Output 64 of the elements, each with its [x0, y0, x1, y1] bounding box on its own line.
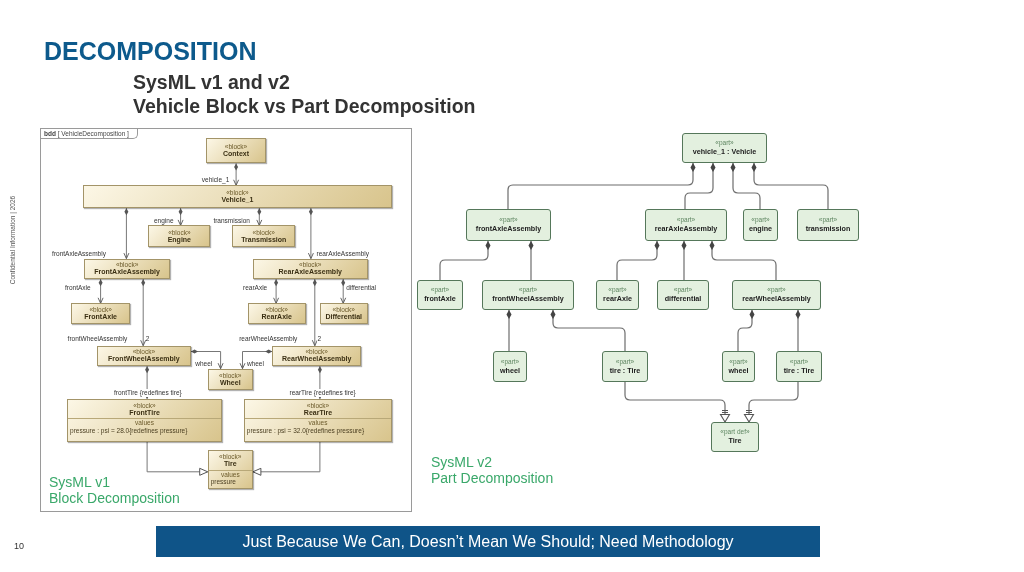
composition-line — [439, 240, 491, 281]
composition-line — [528, 240, 534, 281]
composition-line — [795, 309, 801, 352]
part-box — [596, 280, 639, 310]
composition-arrow — [140, 278, 147, 347]
composition-arrow — [256, 207, 263, 226]
composition-line — [684, 162, 716, 210]
composition-line — [616, 240, 660, 281]
banner — [156, 526, 820, 557]
composition-arrow — [311, 278, 318, 347]
block-box — [207, 368, 253, 391]
part-box — [645, 209, 727, 241]
composition-line — [550, 309, 626, 352]
composition-line — [506, 309, 512, 352]
block-box — [319, 303, 368, 324]
page-number: 10 — [14, 541, 24, 552]
part-box — [722, 351, 755, 382]
part-box — [776, 351, 822, 382]
part-box — [493, 351, 527, 382]
composition-arrow — [239, 349, 273, 370]
part-box — [482, 280, 574, 310]
diagram-caption: SysML v1 Block Decomposition — [49, 474, 180, 507]
composition-arrow — [97, 278, 104, 304]
block-box — [206, 138, 266, 164]
diagram-caption: SysML v2 Part Decomposition — [431, 454, 554, 486]
block-box — [243, 398, 393, 442]
composition-arrow — [190, 349, 224, 370]
block-box — [232, 225, 296, 248]
subtitle: SysML v1 and v2 Vehicle Block vs Part Decomposition — [133, 70, 476, 118]
block-box — [83, 258, 171, 280]
block-box — [247, 303, 306, 324]
composition-arrow — [273, 278, 280, 304]
part-box — [711, 422, 759, 452]
composition-line — [681, 240, 687, 281]
generalization-arrow — [146, 441, 209, 476]
composition-arrow — [307, 207, 314, 260]
block-box — [71, 303, 131, 324]
block-box — [82, 185, 393, 209]
block-box — [207, 450, 253, 489]
diagram-frame — [40, 128, 412, 512]
composition-arrow — [340, 278, 347, 304]
slide-title: DECOMPOSITION — [44, 36, 257, 66]
part-box — [466, 209, 551, 241]
block-box — [96, 345, 191, 367]
composition-arrow — [123, 207, 130, 260]
block-box — [148, 225, 211, 248]
part-box — [602, 351, 648, 382]
composition-line — [751, 162, 829, 210]
part-box — [743, 209, 778, 241]
part-box — [797, 209, 859, 241]
composition-arrow — [177, 207, 184, 226]
part-box — [682, 133, 767, 163]
generalization-arrow — [252, 441, 321, 476]
part-box — [417, 280, 463, 310]
banner-text: Just Because We Can, Doesn’t Mean We Should; Need Methodology — [242, 531, 734, 552]
composition-line — [709, 240, 777, 281]
block-box — [252, 258, 368, 280]
composition-line — [507, 162, 696, 210]
block-box — [67, 398, 222, 442]
part-box — [732, 280, 821, 310]
block-box — [272, 345, 362, 367]
part-box — [657, 280, 709, 310]
composition-line — [730, 162, 761, 210]
composition-line — [737, 309, 755, 352]
